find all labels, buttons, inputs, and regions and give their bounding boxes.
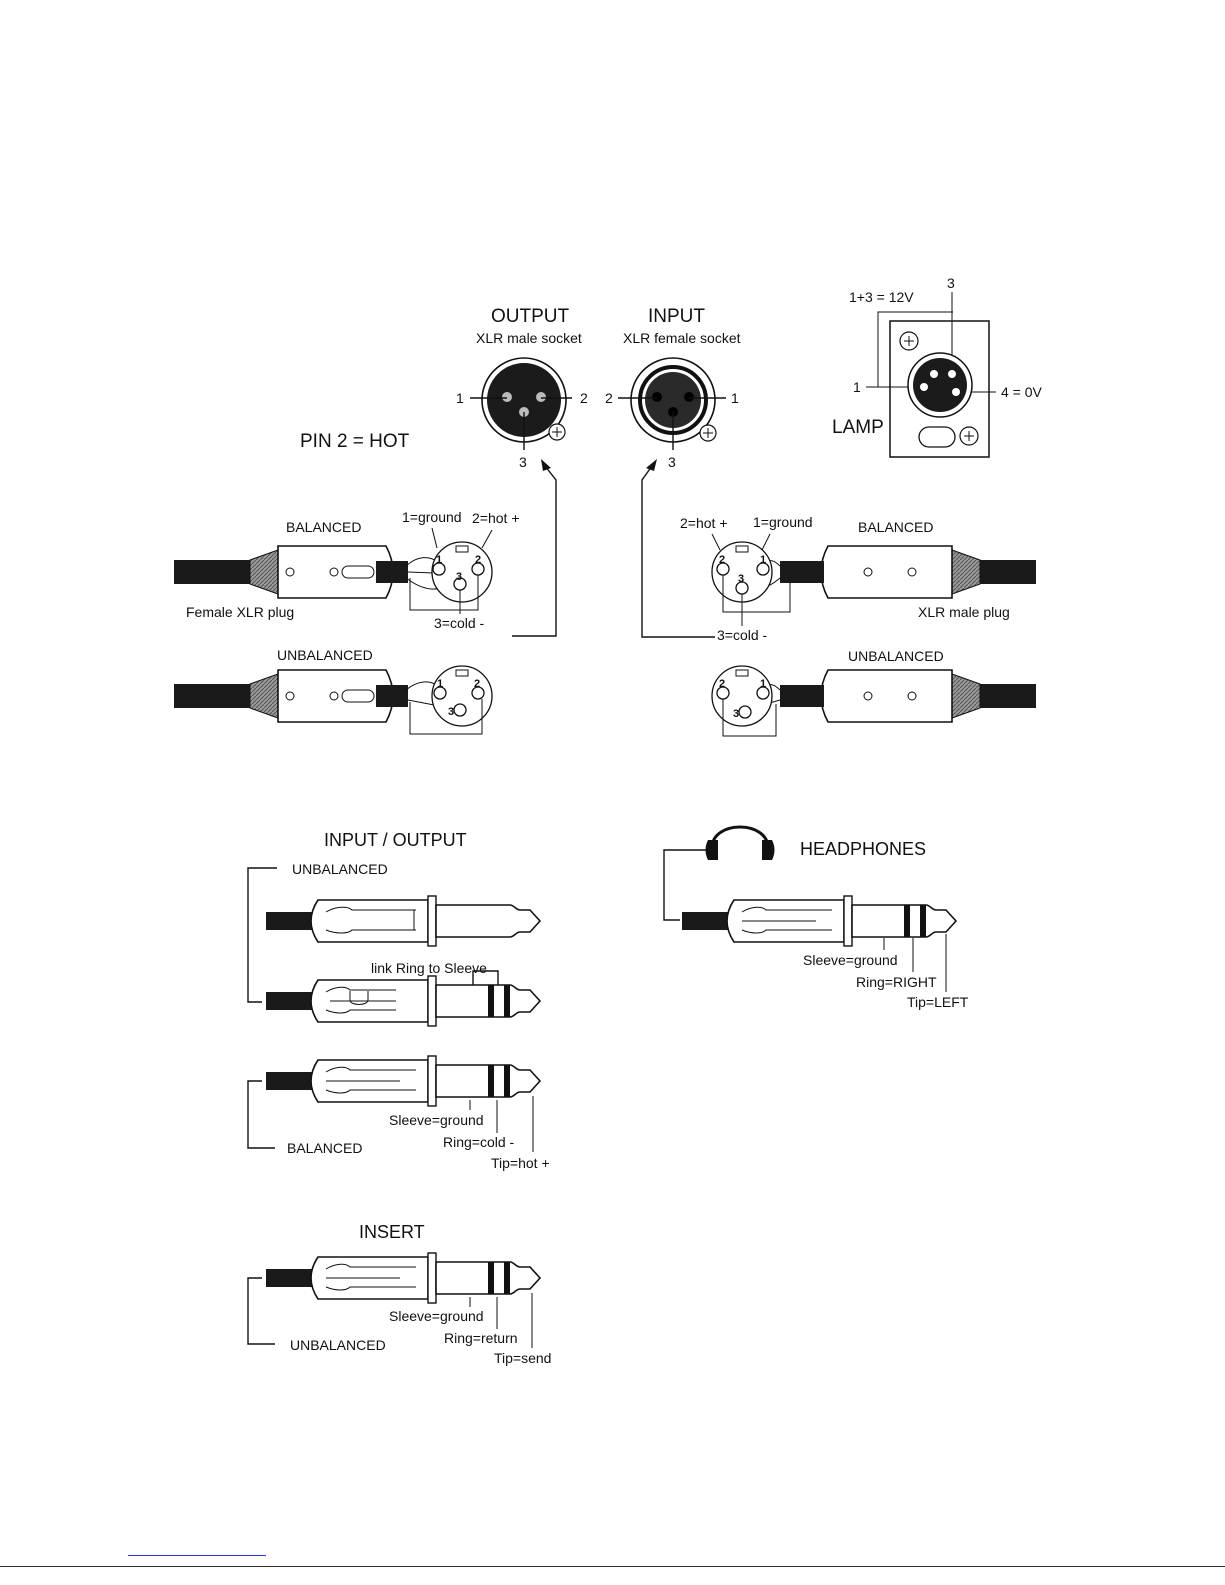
right-cold-label: 3=cold - (717, 627, 768, 643)
left-hot-label: 2=hot + (472, 510, 520, 526)
left-bal-pin2: 2 (475, 554, 481, 566)
footer-link-underline[interactable] (128, 1555, 266, 1556)
right-bal-pin1: 1 (760, 554, 766, 566)
right-bal-pin3: 3 (738, 573, 744, 585)
right-balanced-xlr-plug: BALANCED XLR male plug 2=hot + 1=ground … (680, 514, 1036, 643)
right-unbal-pin1: 1 (760, 678, 766, 690)
left-plug-name: Female XLR plug (186, 604, 294, 620)
output-title: OUTPUT (491, 306, 570, 327)
right-ground-label: 1=ground (753, 514, 813, 530)
left-unbalanced-xlr-plug: UNBALANCED 1 2 3 (174, 647, 493, 735)
output-pin1: 1 (456, 390, 464, 406)
hp-sleeve-label: Sleeve=ground (803, 952, 898, 968)
bal-sleeve-label: Sleeve=ground (389, 1112, 484, 1128)
io-title: INPUT / OUTPUT (324, 830, 467, 850)
hp-tip-label: Tip=LEFT (907, 994, 969, 1010)
input-title: INPUT (648, 306, 705, 327)
lamp-supply-label: 1+3 = 12V (849, 289, 914, 305)
bal-tip-label: Tip=hot + (491, 1155, 550, 1171)
headphones-icon (705, 825, 775, 860)
output-subtitle: XLR male socket (476, 330, 582, 346)
right-unbalanced-xlr-plug: UNBALANCED 2 1 3 (711, 648, 1036, 737)
right-plug-name: XLR male plug (918, 604, 1010, 620)
left-unbal-pin3: 3 (448, 706, 454, 718)
io-unbalanced-mono-jack (266, 895, 542, 947)
input-xlr-female-socket: INPUT XLR female socket 2 1 3 (605, 306, 741, 470)
insert-unbalanced-label: UNBALANCED (290, 1337, 386, 1353)
footer-rule (0, 1566, 1225, 1567)
left-unbal-pin1: 1 (437, 678, 443, 690)
lamp-pin1: 1 (853, 379, 861, 395)
lamp-ground-label: 4 = 0V (1001, 384, 1043, 400)
left-bal-pin3: 3 (456, 571, 462, 583)
pin2-hot-label: PIN 2 = HOT (300, 431, 410, 452)
bal-ring-label: Ring=cold - (443, 1134, 515, 1150)
output-pin3: 3 (519, 454, 527, 470)
right-balanced-label: BALANCED (858, 519, 933, 535)
left-unbalanced-label: UNBALANCED (277, 647, 373, 663)
insert-title: INSERT (359, 1222, 425, 1242)
right-unbal-pin3: 3 (733, 708, 739, 720)
right-hot-label: 2=hot + (680, 515, 728, 531)
input-pin3: 3 (668, 454, 676, 470)
left-bal-pin1: 1 (436, 554, 442, 566)
lamp-title: LAMP (832, 417, 884, 438)
io-balanced-label: BALANCED (287, 1140, 362, 1156)
lamp-pin3: 3 (947, 275, 955, 291)
input-subtitle: XLR female socket (623, 330, 741, 346)
link-note: link Ring to Sleeve (371, 960, 487, 976)
ins-tip-label: Tip=send (494, 1350, 551, 1366)
left-unbal-pin2: 2 (474, 678, 480, 690)
input-pin2: 2 (605, 390, 613, 406)
io-unbalanced-label: UNBALANCED (292, 861, 388, 877)
insert-stereo-jack (266, 1252, 542, 1348)
left-cold-label: 3=cold - (434, 615, 485, 631)
input-pin1: 1 (731, 390, 739, 406)
left-balanced-label: BALANCED (286, 519, 361, 535)
ins-sleeve-label: Sleeve=ground (389, 1308, 484, 1324)
right-unbal-pin2: 2 (719, 678, 725, 690)
output-xlr-male-socket: OUTPUT XLR male socket 1 2 3 (456, 306, 588, 470)
right-bal-pin2: 2 (719, 554, 725, 566)
lamp-socket: 1+3 = 12V 3 1 4 = 0V LAMP (832, 275, 1043, 458)
io-balanced-stereo-jack (266, 1055, 542, 1152)
headphones-stereo-jack (682, 895, 958, 992)
ins-ring-label: Ring=return (444, 1330, 518, 1346)
left-ground-label: 1=ground (402, 509, 462, 525)
output-pin2: 2 (580, 390, 588, 406)
right-unbalanced-label: UNBALANCED (848, 648, 944, 664)
headphones-title: HEADPHONES (800, 839, 926, 859)
hp-ring-label: Ring=RIGHT (856, 974, 937, 990)
io-linked-stereo-jack (266, 975, 542, 1027)
left-balanced-xlr-plug: BALANCED Female XLR plug 1=ground 2=hot … (174, 509, 520, 631)
